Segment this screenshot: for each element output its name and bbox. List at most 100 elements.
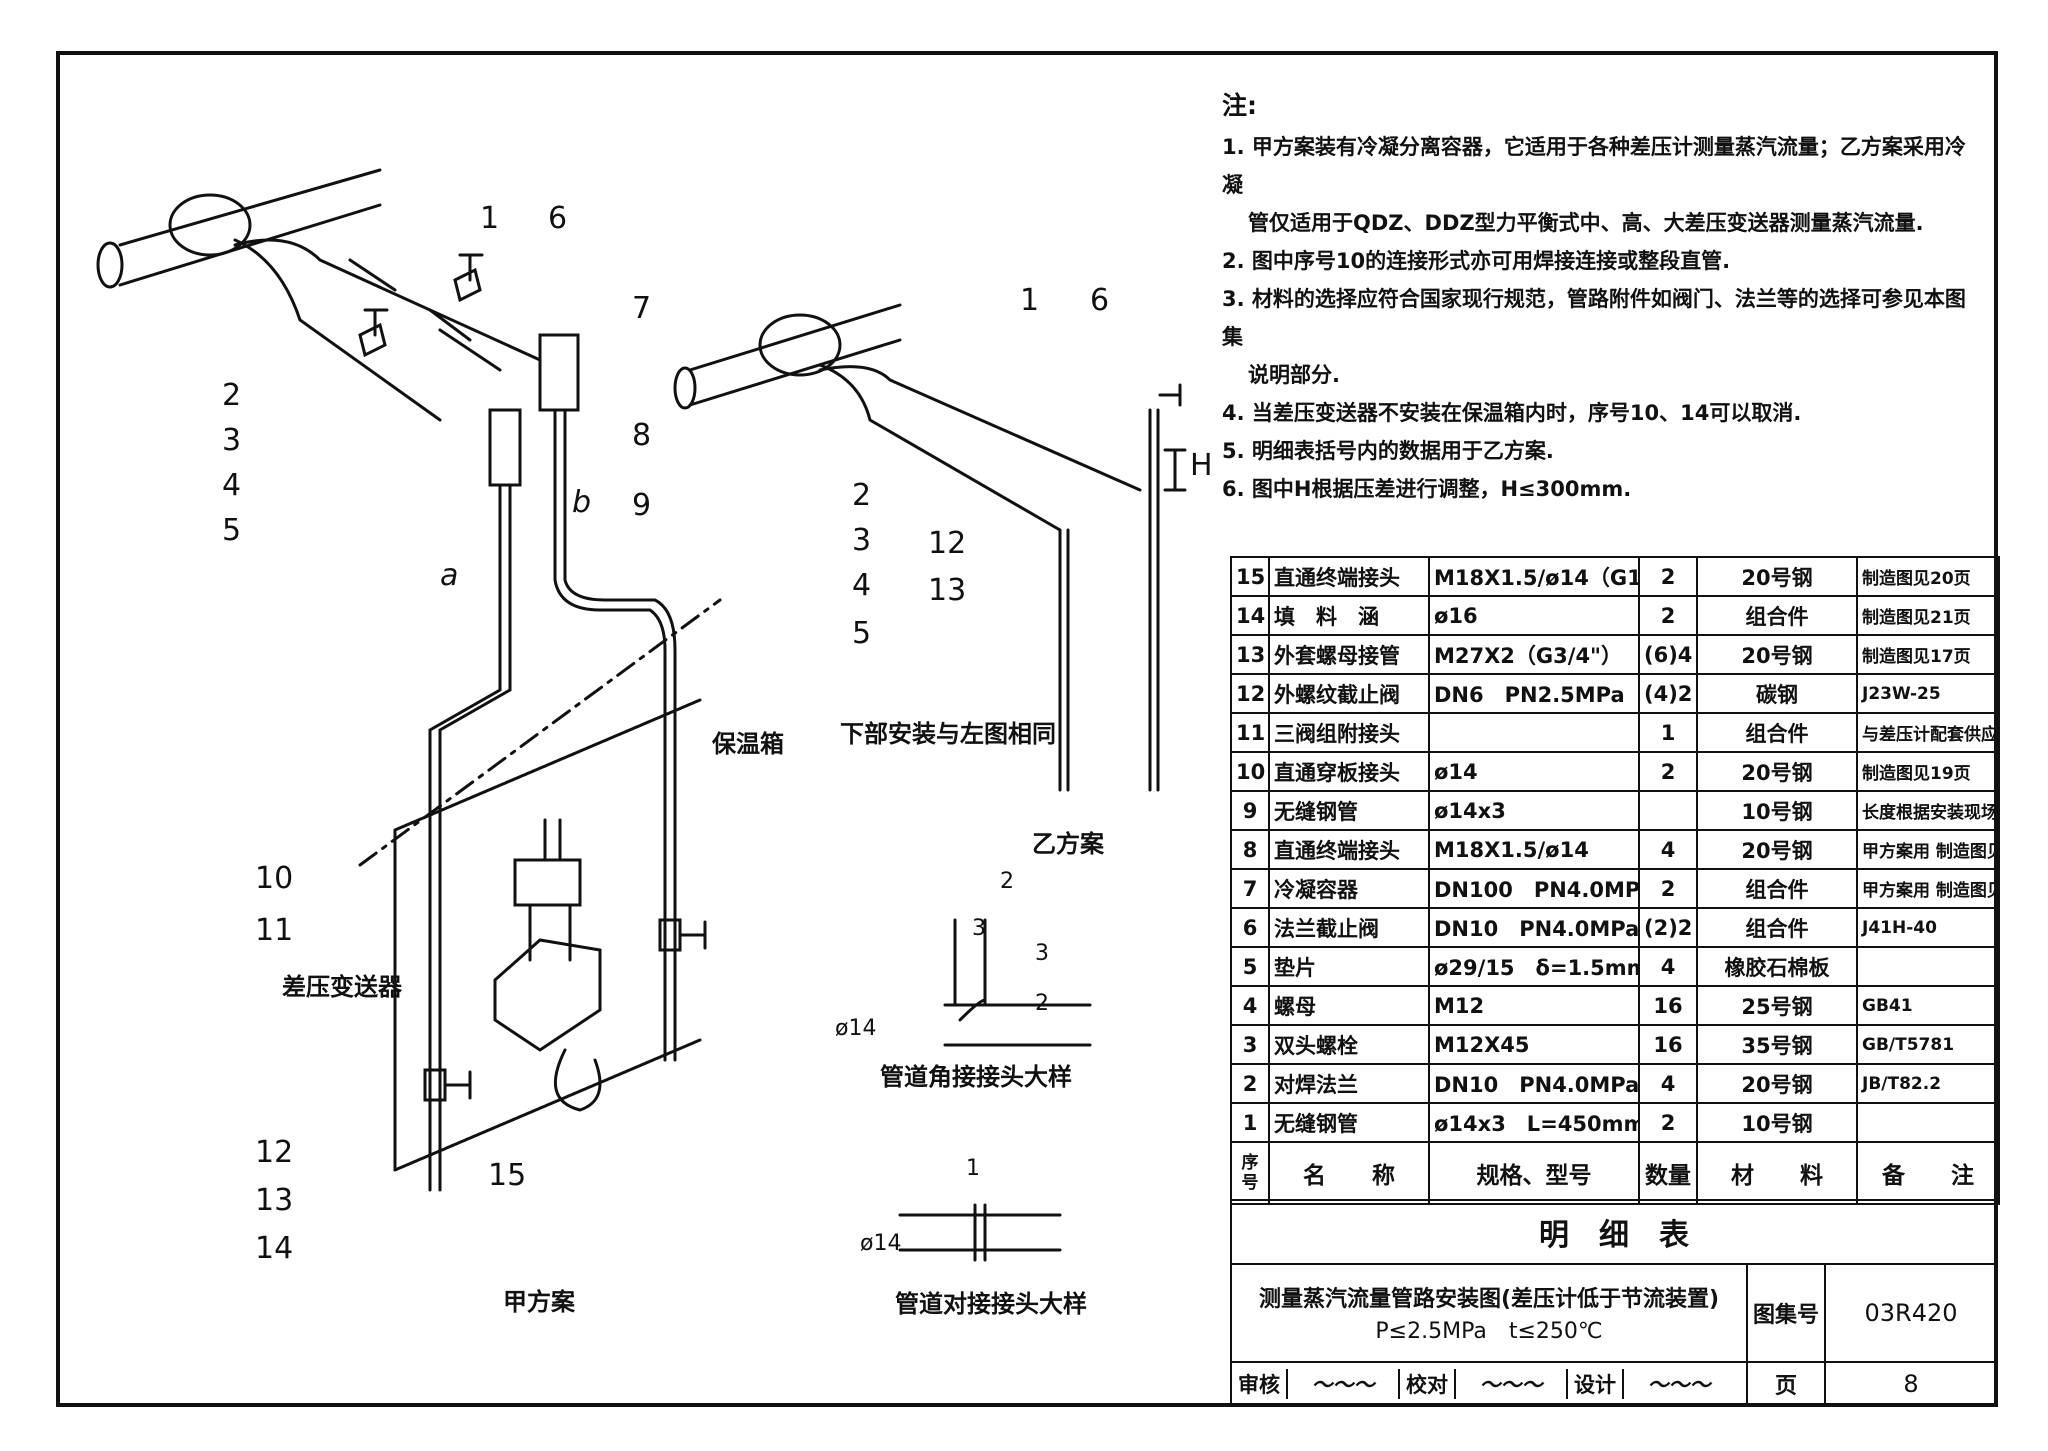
- bom-cell-spec: M18X1.5/ø14（G1/2"）: [1428, 556, 1640, 597]
- transmitter-label: 差压变送器: [282, 973, 403, 1001]
- bom-header-remark: 备 注: [1856, 1141, 2000, 1205]
- label-8-a: 8: [632, 418, 651, 453]
- bom-cell-qty: 2: [1638, 751, 1698, 792]
- steam-pipe-a: [118, 168, 382, 287]
- bom-cell-spec: DN6 PN2.5MPa: [1428, 673, 1640, 714]
- label-5-b: 5: [852, 616, 871, 651]
- bom-cell-material: 20号钢: [1696, 556, 1858, 597]
- bom-cell-no: 6: [1230, 907, 1270, 948]
- insulation-box: [393, 698, 702, 1172]
- bom-cell-material: 10号钢: [1696, 1102, 1858, 1143]
- note-2: 2. 图中序号10的连接形式亦可用焊接连接或整段直管.: [1222, 249, 1731, 273]
- bom-cell-remark: GB/T5781: [1856, 1024, 2000, 1065]
- bom-cell-spec: M27X2（G3/4"）: [1428, 634, 1640, 675]
- dim-2-top: 2: [1000, 869, 1014, 894]
- bom-cell-remark: 制造图见19页: [1856, 751, 2000, 792]
- label-4-b: 4: [852, 568, 871, 603]
- review-label: 审核: [1232, 1369, 1288, 1399]
- design-signature: 〜〜〜: [1647, 1372, 1711, 1397]
- bom-cell-qty: 4: [1638, 829, 1698, 870]
- bom-cell-name: 填 料 涵: [1268, 595, 1430, 636]
- bom-cell-remark: J23W-25: [1856, 673, 2000, 714]
- label-2-a: 2: [222, 378, 241, 413]
- label-4-a: 4: [222, 468, 241, 503]
- bom-cell-spec: DN100 PN4.0MPa: [1428, 868, 1640, 909]
- label-1-a: 1: [480, 201, 499, 236]
- corner-joint-label: 管道角接接头大样: [880, 1063, 1072, 1091]
- bom-cell-material: 组合件: [1696, 868, 1858, 909]
- bom-cell-spec: M12X45: [1428, 1024, 1640, 1065]
- label-6-b: 6: [1090, 283, 1109, 318]
- label-5-a: 5: [222, 513, 241, 548]
- bom-header-spec: 规格、型号: [1428, 1141, 1640, 1205]
- bom-cell-no: 3: [1230, 1024, 1270, 1065]
- bom-cell-name: 外螺纹截止阀: [1268, 673, 1430, 714]
- signature-row: 审核 〜〜〜 校对 〜〜〜 设计 〜〜〜: [1230, 1361, 1748, 1407]
- bom-table: 15直通终端接头M18X1.5/ø14（G1/2"）220号钢制造图见20页14…: [1230, 556, 2000, 1205]
- bom-cell-name: 垫片: [1268, 946, 1430, 987]
- bom-cell-spec: ø14x3: [1428, 790, 1640, 831]
- bom-cell-qty: 4: [1638, 1063, 1698, 1104]
- bom-cell-material: 碳钢: [1696, 673, 1858, 714]
- label-11-a: 11: [255, 913, 293, 948]
- three-valve-manifold: [513, 858, 582, 907]
- label-15-a: 15: [488, 1158, 526, 1193]
- butt-joint-detail: [898, 1203, 1062, 1262]
- condenser-right: [538, 333, 580, 412]
- label-2-b: 2: [852, 478, 871, 513]
- review-signature: 〜〜〜: [1311, 1372, 1375, 1397]
- bom-header-no: 序号: [1230, 1141, 1270, 1205]
- bom-cell-qty: 2: [1638, 868, 1698, 909]
- dim-H: [1163, 448, 1187, 492]
- bom-cell-spec: ø29/15 δ=1.5mm: [1428, 946, 1640, 987]
- drop-line-b-left: [1058, 528, 1070, 792]
- bom-cell-spec: M12: [1428, 985, 1640, 1026]
- notes-block: 注: 1. 甲方案装有冷凝分离容器，它适用于各种差压计测量蒸汽流量；乙方案采用冷…: [1222, 86, 1982, 508]
- dim-2-right: 2: [1035, 991, 1049, 1016]
- bom-cell-name: 直通终端接头: [1268, 556, 1430, 597]
- bom-cell-remark: JB/T82.2: [1856, 1063, 2000, 1104]
- bom-cell-name: 螺母: [1268, 985, 1430, 1026]
- condenser-left: [488, 408, 522, 487]
- label-12-a: 12: [255, 1135, 293, 1170]
- bom-cell-material: 组合件: [1696, 907, 1858, 948]
- impulse-lines-a: [233, 238, 542, 422]
- label-10-a: 10: [255, 861, 293, 896]
- bom-cell-name: 冷凝容器: [1268, 868, 1430, 909]
- bom-row: 9无缝钢管ø14x310号钢长度根据安装现场定: [1230, 790, 2000, 831]
- note-4: 4. 当差压变送器不安装在保温箱内时，序号10、14可以取消.: [1222, 401, 1802, 425]
- bom-cell-remark: 制造图见21页: [1856, 595, 2000, 636]
- dim-d14-butt: ø14: [860, 1231, 901, 1256]
- bom-cell-name: 无缝钢管: [1268, 1102, 1430, 1143]
- bom-cell-remark: [1856, 1102, 2000, 1143]
- note-6: 6. 图中H根据压差进行调整，H≤300mm.: [1222, 477, 1632, 501]
- bom-cell-material: 35号钢: [1696, 1024, 1858, 1065]
- callout-H: H: [1190, 448, 1213, 483]
- flange-valve-2: [358, 308, 389, 358]
- drawing-title-line-2: P≤2.5MPa t≤250℃: [1375, 1319, 1603, 1344]
- bom-cell-qty: 4: [1638, 946, 1698, 987]
- centerline: [358, 598, 722, 867]
- callout-a: a: [440, 558, 458, 593]
- bom-cell-qty: 2: [1638, 556, 1698, 597]
- butt-joint-label: 管道对接接头大样: [895, 1290, 1087, 1318]
- line-a-left: [428, 483, 512, 1192]
- bom-cell-spec: M18X1.5/ø14: [1428, 829, 1640, 870]
- bom-cell-no: 10: [1230, 751, 1270, 792]
- bom-cell-no: 7: [1230, 868, 1270, 909]
- label-9-a: 9: [632, 488, 651, 523]
- label-1-b: 1: [1020, 283, 1039, 318]
- note-3-line-2: 说明部分.: [1248, 363, 1340, 387]
- bom-cell-no: 4: [1230, 985, 1270, 1026]
- steam-pipe-a-end: [96, 241, 124, 289]
- bom-cell-qty: 16: [1638, 985, 1698, 1026]
